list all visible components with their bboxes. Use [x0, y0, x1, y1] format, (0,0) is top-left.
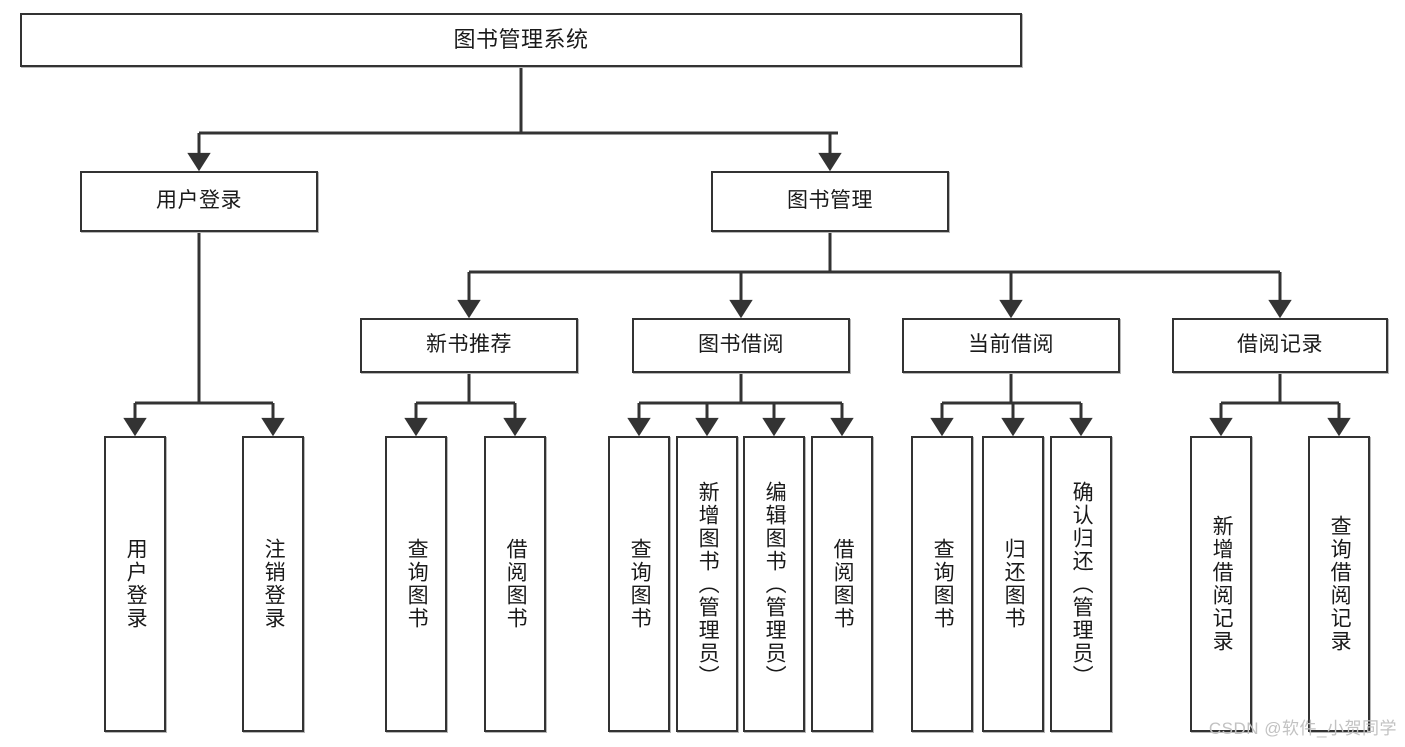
- node-root-book-management-system[interactable]: 图书管理系统: [20, 13, 1022, 67]
- node-leaf-borrow-book-newbook[interactable]: 借阅图书: [484, 436, 546, 732]
- node-label: 查询图书: [405, 538, 429, 630]
- node-leaf-query-borrow-record[interactable]: 查询借阅记录: [1308, 436, 1370, 732]
- node-label: 编辑图书（管理员）: [763, 480, 787, 688]
- node-label: 确认归还（管理员）: [1070, 480, 1094, 688]
- node-label: 借阅记录: [1237, 333, 1323, 357]
- node-book-management[interactable]: 图书管理: [711, 171, 949, 232]
- node-leaf-edit-book-admin[interactable]: 编辑图书（管理员）: [743, 436, 805, 732]
- watermark: CSDN @软件_小贺同学: [1208, 719, 1397, 738]
- node-leaf-query-book-newbook[interactable]: 查询图书: [385, 436, 447, 732]
- node-label: 新增图书（管理员）: [696, 480, 720, 688]
- node-user-login[interactable]: 用户登录: [80, 171, 318, 232]
- node-leaf-query-book-borrow[interactable]: 查询图书: [608, 436, 670, 732]
- node-leaf-add-book-admin[interactable]: 新增图书（管理员）: [676, 436, 738, 732]
- node-current-borrow[interactable]: 当前借阅: [902, 318, 1120, 373]
- node-leaf-return-book[interactable]: 归还图书: [982, 436, 1044, 732]
- node-new-book-recommend[interactable]: 新书推荐: [360, 318, 578, 373]
- node-leaf-borrow-book[interactable]: 借阅图书: [811, 436, 873, 732]
- node-label: 图书借阅: [698, 333, 784, 357]
- node-book-borrow[interactable]: 图书借阅: [632, 318, 850, 373]
- node-leaf-confirm-return-admin[interactable]: 确认归还（管理员）: [1050, 436, 1112, 732]
- node-label: 注销登录: [262, 538, 286, 630]
- node-label: 归还图书: [1002, 538, 1026, 630]
- node-label: 用户登录: [124, 538, 148, 630]
- node-label: 图书管理: [787, 189, 873, 213]
- node-label: 图书管理系统: [453, 27, 589, 53]
- node-leaf-logout[interactable]: 注销登录: [242, 436, 304, 732]
- node-label: 用户登录: [156, 189, 242, 213]
- node-label: 借阅图书: [831, 538, 855, 630]
- node-label: 查询图书: [931, 538, 955, 630]
- node-leaf-add-borrow-record[interactable]: 新增借阅记录: [1190, 436, 1252, 732]
- node-leaf-user-login[interactable]: 用户登录: [104, 436, 166, 732]
- node-label: 查询图书: [628, 538, 652, 630]
- node-label: 新书推荐: [426, 333, 512, 357]
- node-leaf-query-book-current[interactable]: 查询图书: [911, 436, 973, 732]
- node-borrow-record[interactable]: 借阅记录: [1172, 318, 1388, 373]
- node-label: 借阅图书: [504, 538, 528, 630]
- node-label: 新增借阅记录: [1210, 515, 1234, 653]
- node-label: 当前借阅: [968, 333, 1054, 357]
- node-label: 查询借阅记录: [1328, 515, 1352, 653]
